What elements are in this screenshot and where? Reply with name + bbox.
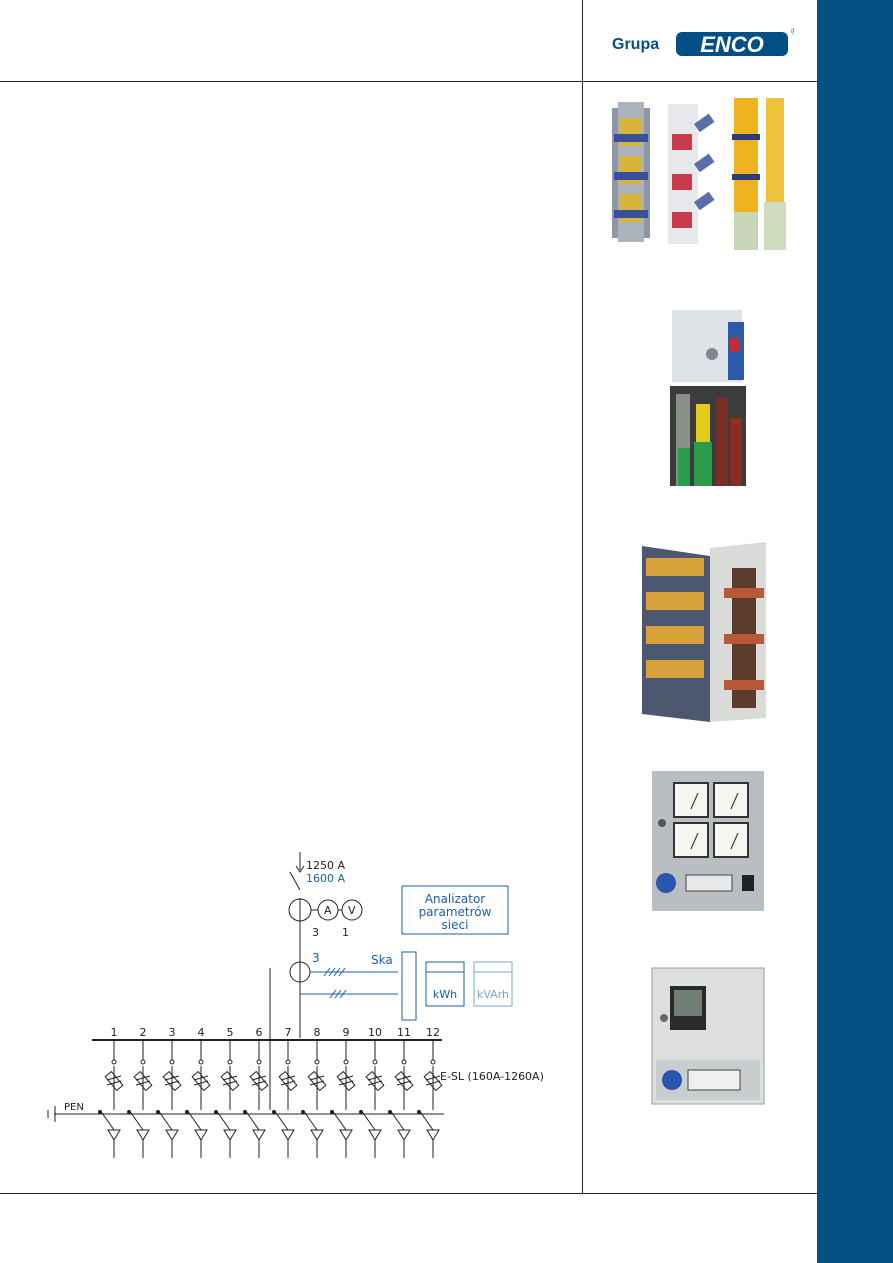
pen-label: PEN	[64, 1102, 84, 1113]
feeder-number: 6	[256, 1026, 263, 1039]
brand-sidebar	[817, 0, 893, 1263]
feeder-3: 3	[156, 1026, 182, 1158]
footer-divider	[0, 1193, 817, 1194]
feeder-2: 2	[127, 1026, 153, 1158]
feeder-number: 1	[111, 1026, 118, 1039]
feeder-number: 10	[368, 1026, 382, 1039]
analyzer-label-1: Analizator	[425, 892, 486, 906]
feeder-9: 9	[330, 1026, 356, 1158]
ct-count: 3	[312, 951, 320, 965]
feeder-7: 7	[272, 1026, 298, 1158]
kwh-label: kWh	[433, 988, 457, 1001]
incoming-current-1600: 1600 A	[306, 872, 345, 885]
analyzer-label-2: parametrów	[419, 905, 492, 919]
fuse-range-label: E-SL (160A-1260A)	[440, 1070, 544, 1083]
ct-wire-marks	[323, 967, 347, 999]
feeder-number: 8	[314, 1026, 321, 1039]
company-logo: Grupa ENCO ®	[612, 24, 794, 64]
single-line-diagram: 1250 A 1600 A A V 3 1 3 Analizator param…	[47, 852, 544, 1158]
fuse-base-with-cables-photo	[670, 310, 746, 486]
incoming-current-1250: 1250 A	[306, 859, 345, 872]
kvarh-meter-box	[473, 961, 513, 1007]
kvarh-label: kVArh	[477, 988, 509, 1001]
feeder-8: 8	[301, 1026, 327, 1158]
voltmeter-symbol: V	[348, 904, 356, 917]
enco-logo-mark: ENCO ®	[676, 27, 794, 57]
logo-prefix: Grupa	[612, 36, 660, 53]
network-analyzer-box-photo	[651, 967, 765, 1105]
ammeter-count: 3	[312, 926, 319, 939]
column-divider	[582, 0, 583, 1193]
feeder-number: 12	[426, 1026, 440, 1039]
voltmeter-count: 1	[342, 926, 349, 939]
feeder-12: 12	[417, 1026, 443, 1158]
feeder-number: 4	[198, 1026, 205, 1039]
feeder-1: 1	[98, 1026, 124, 1158]
ska-label: Ska	[371, 953, 393, 967]
diagram-lines	[47, 852, 444, 1122]
feeder-number: 5	[227, 1026, 234, 1039]
analyzer-label-3: sieci	[442, 918, 469, 932]
logo-brand: ENCO	[700, 32, 764, 57]
logo-registered: ®	[791, 27, 794, 36]
feeder-number: 3	[169, 1026, 176, 1039]
feeder-11: 11	[388, 1026, 414, 1158]
feeder-5: 5	[214, 1026, 240, 1158]
header-divider	[0, 81, 817, 82]
feeder-10: 10	[359, 1026, 385, 1158]
feeder-number: 2	[140, 1026, 147, 1039]
feeder-number: 7	[285, 1026, 292, 1039]
ammeter-symbol: A	[324, 904, 332, 917]
analyzer-box	[401, 885, 509, 935]
switchgear-frame-photo	[642, 542, 766, 722]
feeder-4: 4	[185, 1026, 211, 1158]
feeder-number: 9	[343, 1026, 350, 1039]
feeder-number: 11	[397, 1026, 411, 1039]
feeder-6: 6	[243, 1026, 269, 1158]
kwh-meter-box	[425, 961, 465, 1007]
fuse-disconnectors-photo	[612, 98, 786, 250]
meter-panel-photo	[652, 771, 764, 911]
